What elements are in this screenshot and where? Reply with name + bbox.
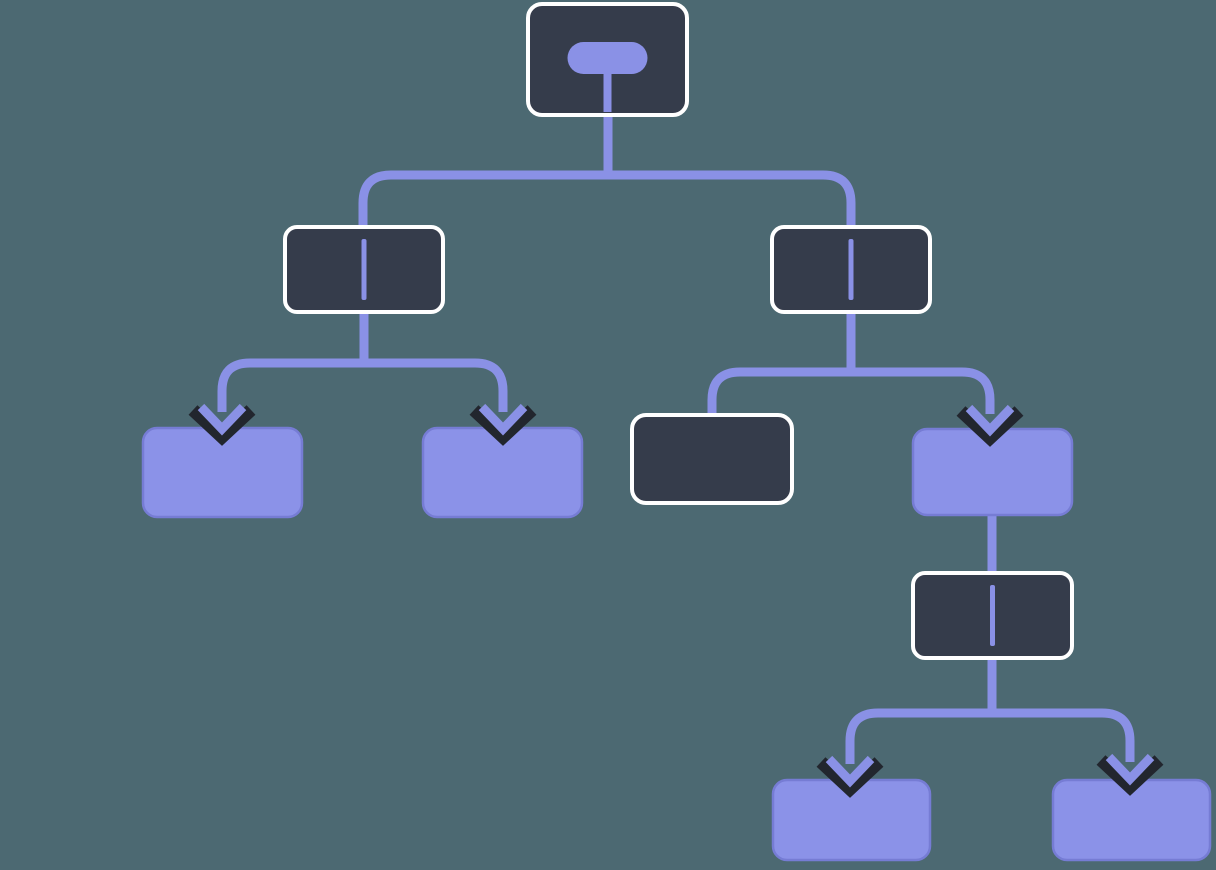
arrow-into-leaf-left-2-arrowhead-icon: [478, 403, 528, 436]
arrow-into-leaf-left-1-chevron-dark-icon: [188, 405, 256, 446]
arrow-into-leaf-bottom-1-arrowhead-icon: [825, 755, 875, 788]
node-branch-left-inner-bar: [361, 239, 367, 300]
edge-bottom-rail: [845, 708, 1135, 764]
node-branch-lower-right-inner-bar: [990, 585, 995, 646]
arrow-into-mid-right-purple-chevron-dark-icon: [956, 406, 1024, 447]
node-leaf-middle-dark: [630, 413, 794, 505]
node-root-pill-stem: [603, 70, 612, 112]
arrow-into-leaf-bottom-2-arrowhead-icon: [1105, 753, 1155, 786]
arrow-into-leaf-left-1-arrowhead-icon: [197, 403, 247, 436]
edge-right-branch-rail: [707, 367, 995, 419]
arrow-into-leaf-bottom-2-chevron-dark-icon: [1096, 755, 1164, 796]
arrow-into-leaf-left-2-chevron-dark-icon: [469, 405, 537, 446]
edge-left-branch-rail: [217, 358, 508, 412]
arrow-into-leaf-bottom-1-chevron-dark-icon: [816, 757, 884, 798]
node-branch-right-inner-bar: [848, 239, 854, 300]
edge-level1-rail: [358, 170, 856, 232]
arrow-into-mid-right-purple-arrowhead-icon: [965, 404, 1015, 437]
node-root-pill: [567, 42, 648, 74]
